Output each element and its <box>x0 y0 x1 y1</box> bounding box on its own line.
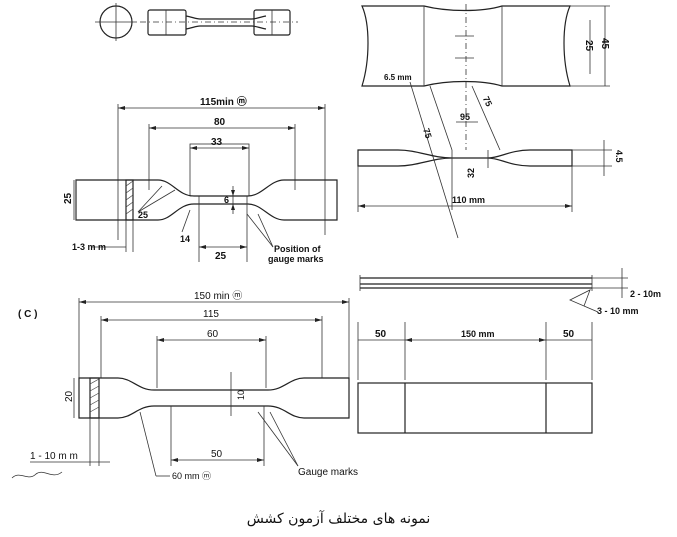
specimen-d-drawing <box>357 268 628 434</box>
figure-caption: نمونه های مختلف آزمون کشش <box>246 511 431 527</box>
specimen-a-gauge-note-1: Position of <box>274 244 321 254</box>
specimen-a-radius2-label: 14 <box>180 234 190 244</box>
specimen-c-gauge-note: Gauge marks <box>298 467 358 478</box>
specimen-b-d1-label: 95 <box>460 112 470 122</box>
specimen-a-width-label: 25 <box>63 192 74 204</box>
specimen-a-radius-label: 25 <box>138 210 148 220</box>
specimen-b-width-left-label: 6.5 mm <box>384 73 412 82</box>
specimen-a-gauge-note-2: gauge marks <box>268 254 324 264</box>
specimen-b-d4-label: 32 <box>466 168 476 178</box>
specimen-b-drawing <box>357 4 612 239</box>
specimen-a-drawing <box>73 104 338 262</box>
specimen-b-d3-label: 75 <box>421 127 434 140</box>
specimen-d-left-label: 50 <box>375 329 387 340</box>
specimen-c-span-label: 115 <box>203 309 219 320</box>
specimen-c-label: ( C ) <box>18 309 37 320</box>
specimen-c-clamp-label: 1 - 10 m m <box>30 451 78 462</box>
specimen-a-span-label: 80 <box>214 117 226 128</box>
specimen-d-thickness2-label: 3 - 10 mm <box>597 306 639 316</box>
specimen-c-width-label: 20 <box>64 390 75 402</box>
specimen-a-narrow-label: 33 <box>211 137 223 148</box>
specimen-c-overall-label: 150 min ⓜ <box>194 290 242 302</box>
specimen-a-overall-label: 115min ⓜ <box>200 95 247 108</box>
round-specimen-drawing <box>95 3 298 41</box>
specimen-d-thickness-label: 2 - 10m <box>630 289 661 299</box>
tensile-specimens-figure: 115min ⓜ 80 33 25 6 25 14 25 1-3 m m Pos… <box>11 3 661 481</box>
specimen-c-drawing <box>11 298 350 479</box>
specimen-d-right-label: 50 <box>563 329 575 340</box>
specimen-c-gauge-label: 50 <box>211 449 223 460</box>
specimen-a-thickness-label: 6 <box>224 195 229 205</box>
specimen-b-height-label: 25 <box>583 40 594 52</box>
specimen-c-thickness-label: 10 <box>236 390 246 400</box>
specimen-b-d2-label: 75 <box>481 95 494 108</box>
specimen-c-narrow-label: 60 <box>207 329 219 340</box>
specimen-a-clamp-label: 1-3 m m <box>72 242 106 252</box>
specimen-b-length-label: 110 mm <box>452 195 485 205</box>
specimen-d-middle-label: 150 mm <box>461 329 495 339</box>
specimen-b-thickness-label: 4.5 <box>614 150 624 163</box>
specimen-b-height2-label: 45 <box>599 38 610 50</box>
specimen-a-gauge-label: 25 <box>215 251 227 262</box>
specimen-c-min-label: 60 mm ⓜ <box>172 471 211 481</box>
